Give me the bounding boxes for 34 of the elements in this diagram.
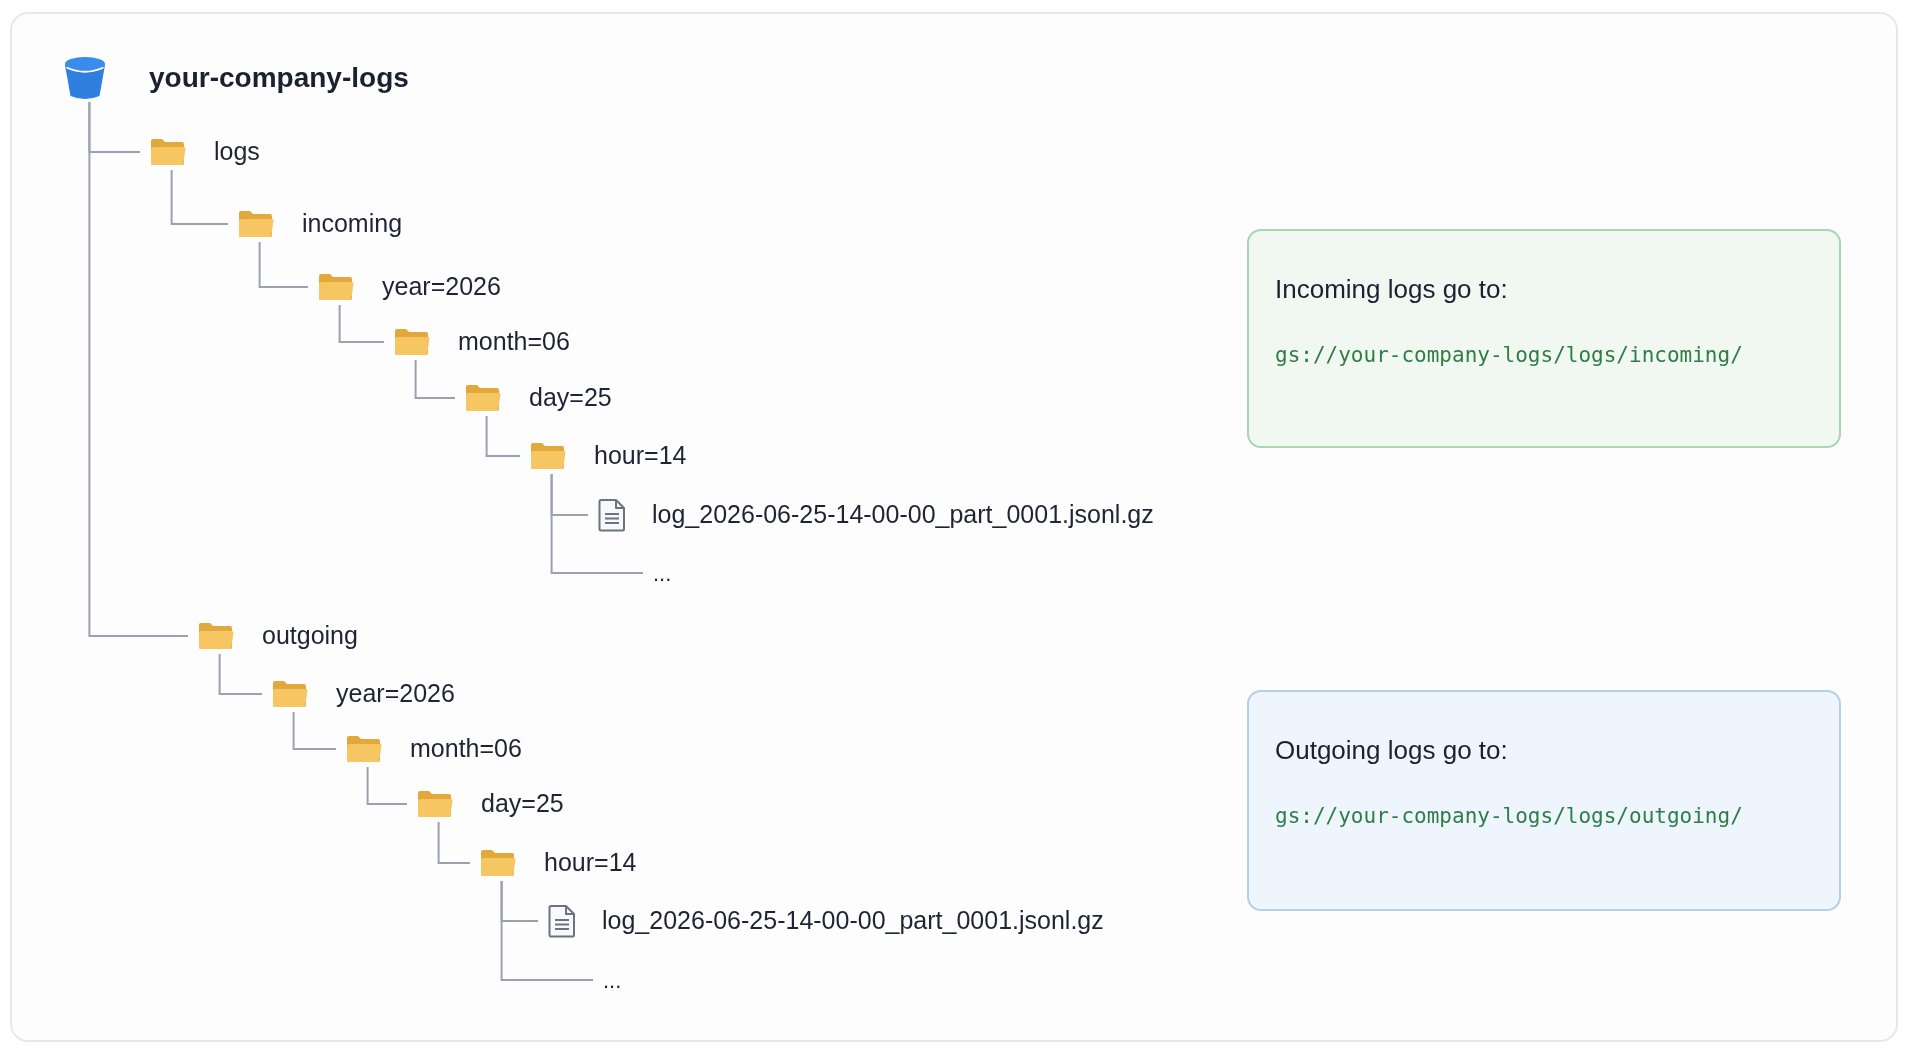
tree-connector [88,101,189,637]
panel-heading: Outgoing logs go to: [1275,734,1509,767]
tree-connector [258,241,309,288]
bucket-name: your-company-logs [149,61,409,95]
tree-connector [550,473,644,574]
info-panel [1247,690,1841,911]
info-panel [1247,229,1841,448]
file-name: log_2026-06-25-14-00-00_part_0001.jsonl.gz [652,499,1154,531]
folder-name: hour=14 [544,847,637,879]
folder-name: logs [214,136,260,168]
folder-name: outgoing [262,620,358,652]
tree-connector [338,304,385,343]
ellipsis-text: ... [653,559,672,588]
folder-name: day=25 [529,382,612,414]
tree-connector [485,415,521,457]
tree-connector [414,359,456,399]
storage-path: gs://your-company-logs/logs/outgoing/ [1275,803,1744,830]
panel-heading: Incoming logs go to: [1275,273,1509,306]
tree-connector [292,711,337,750]
folder-name: year=2026 [382,271,501,303]
folder-name: hour=14 [594,440,687,472]
ellipsis-text: ... [603,966,622,995]
storage-path: gs://your-company-logs/logs/incoming/ [1275,342,1744,369]
tree-connector [366,766,408,805]
tree-connector [500,880,594,981]
folder-name: year=2026 [336,678,455,710]
folder-name: month=06 [410,733,522,765]
tree-connector [218,653,263,695]
file-name: log_2026-06-25-14-00-00_part_0001.jsonl.gz [602,905,1104,937]
folder-name: incoming [302,208,403,240]
folder-name: month=06 [458,326,570,358]
tree-connector [437,821,471,864]
folder-name: day=25 [481,788,564,820]
tree-connector [170,169,229,225]
